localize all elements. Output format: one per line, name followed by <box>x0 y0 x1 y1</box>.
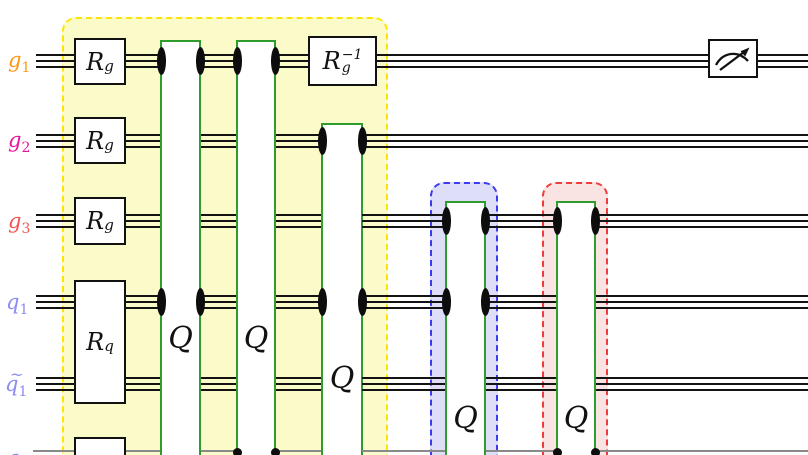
wire-g3-segment <box>36 214 74 228</box>
bundle-connector <box>357 127 367 155</box>
wire-q2-segment <box>33 450 74 452</box>
bundle-connector <box>552 207 562 235</box>
wire-q1-segment <box>362 295 445 309</box>
wire-g3-segment <box>486 214 556 228</box>
wire-connector-dot <box>270 447 280 455</box>
wire-q1tilde-segment <box>276 377 321 391</box>
wire-g2-segment <box>201 134 236 148</box>
wire-label-g2: g2 <box>8 128 31 157</box>
bundle-connector <box>441 288 451 316</box>
q-gate-3: Q <box>321 123 363 455</box>
bundle-connector <box>317 288 327 316</box>
wire-label-g1: g1 <box>8 48 31 77</box>
partial-bottom-box <box>74 437 126 455</box>
measurement-box <box>708 39 758 78</box>
wire-g3-segment <box>596 214 808 228</box>
wire-q2-segment <box>596 450 808 452</box>
q-gate-1-label: Q <box>168 321 193 356</box>
wire-q1-segment <box>126 295 160 309</box>
wire-q2-segment <box>362 450 445 452</box>
bundle-connector <box>195 288 205 316</box>
wire-q2-segment <box>276 450 321 452</box>
wire-g3-segment <box>276 214 321 228</box>
wire-g1-segment <box>126 54 160 68</box>
wire-q2-segment <box>486 450 556 452</box>
wire-g2-segment <box>362 134 808 148</box>
wire-q1tilde-segment <box>36 377 74 391</box>
wire-q1tilde-segment <box>486 377 556 391</box>
wire-label-q1: q1 <box>6 290 29 319</box>
wire-g2-segment <box>276 134 321 148</box>
wire-q1tilde-segment <box>362 377 445 391</box>
wire-g1-segment <box>377 54 708 68</box>
q-gate-5: Q <box>556 201 596 455</box>
wire-label-q2: q2 <box>6 445 28 455</box>
bundle-connector <box>357 288 367 316</box>
q-gate-2: Q <box>236 40 276 455</box>
wire-q2-segment <box>126 450 160 452</box>
q-gate-3-label: Q <box>329 361 355 396</box>
wire-q1-segment <box>596 295 808 309</box>
wire-g1-segment <box>276 54 308 68</box>
bundle-connector <box>270 47 280 75</box>
wire-q1tilde-segment <box>596 377 808 391</box>
measurement-icon <box>714 47 750 71</box>
wire-label-q1-tilde: ~q1 <box>5 365 28 401</box>
wire-connector-dot <box>232 447 242 455</box>
wire-q1-segment <box>201 295 236 309</box>
bundle-connector <box>480 207 490 235</box>
bundle-connector <box>480 288 490 316</box>
wire-g1-segment <box>36 54 74 68</box>
bundle-connector <box>156 47 166 75</box>
wire-connector-dot <box>590 447 600 455</box>
wire-q1tilde-segment <box>126 377 160 391</box>
q-gate-5-label: Q <box>563 401 589 436</box>
wire-g3-segment <box>201 214 236 228</box>
bundle-connector <box>232 47 242 75</box>
bundle-connector <box>317 127 327 155</box>
wire-q1-segment <box>36 295 74 309</box>
wire-label-g3: g3 <box>8 209 31 238</box>
wire-g1-segment <box>201 54 236 68</box>
q-gate-2-label: Q <box>243 321 269 356</box>
wire-g3-segment <box>126 214 160 228</box>
wire-q1tilde-segment <box>201 377 236 391</box>
bundle-connector <box>441 207 451 235</box>
bundle-connector <box>590 207 600 235</box>
wire-q1-segment <box>486 295 556 309</box>
q-gate-1: Q <box>160 40 201 455</box>
bundle-connector <box>156 288 166 316</box>
q-gate-4: Q <box>445 201 486 455</box>
wire-g2-segment <box>126 134 160 148</box>
wire-q2-segment <box>201 450 236 452</box>
wire-g2-segment <box>36 134 74 148</box>
wire-connector-dot <box>552 447 562 455</box>
bundle-connector <box>195 47 205 75</box>
wire-g1-segment <box>758 54 808 68</box>
q-gate-4-label: Q <box>453 401 478 436</box>
wire-g3-segment <box>362 214 445 228</box>
wire-q1-segment <box>276 295 321 309</box>
